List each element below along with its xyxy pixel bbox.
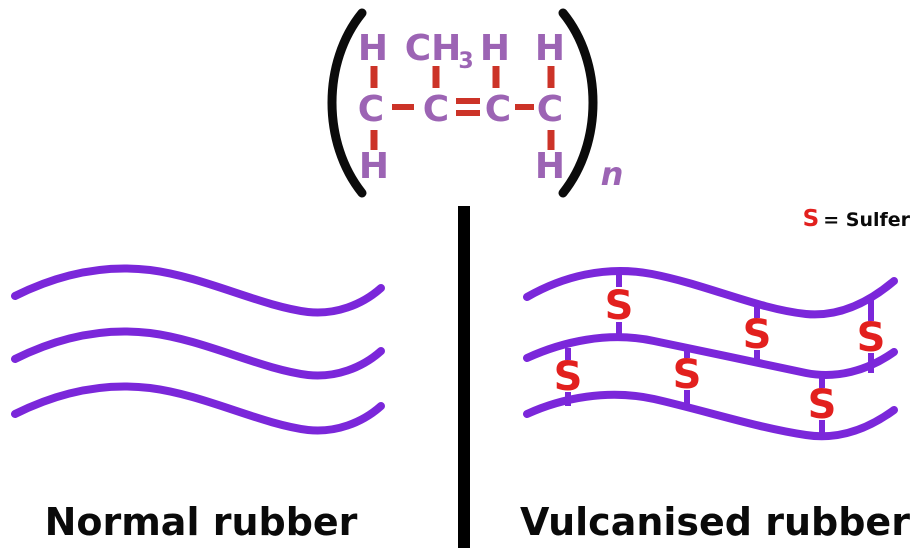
atom-h: H xyxy=(480,28,510,69)
sulfur-crosslink: S xyxy=(857,298,886,373)
vulcanised-rubber-label: Vulcanised rubber xyxy=(520,500,910,544)
sulfur-label: S xyxy=(857,315,886,361)
sulfur-crosslink: S xyxy=(605,271,634,340)
atom-h: H xyxy=(358,28,388,69)
sulfur-label: S xyxy=(743,312,772,358)
sulfur-label: S xyxy=(554,354,583,400)
right-bracket xyxy=(558,8,598,198)
atom-h: H xyxy=(535,146,565,187)
sulfur-label: S xyxy=(673,352,702,398)
polymer-chain xyxy=(11,382,385,435)
sulfur-crosslink: S xyxy=(554,348,583,406)
polymer-chain xyxy=(11,264,385,317)
legend: S= Sulfer xyxy=(768,206,910,232)
legend-sulfur-symbol: S xyxy=(802,206,820,232)
polymer-chain xyxy=(11,327,385,380)
legend-text: = Sulfer xyxy=(823,209,910,231)
section-divider xyxy=(458,206,470,548)
atom-h: H xyxy=(359,146,389,187)
monomer-structure: H CH 3 H H C C C C H H n xyxy=(327,8,624,198)
sulfur-crosslink: S xyxy=(743,306,772,364)
vulcanised-rubber-chains: S S S S S xyxy=(523,266,898,441)
sulfur-crosslink: S xyxy=(808,375,837,437)
repeat-subscript-n: n xyxy=(601,155,624,193)
left-bracket xyxy=(327,8,367,198)
atom-ch3-subscript: 3 xyxy=(458,49,473,74)
atom-c: C xyxy=(537,89,563,130)
polymer-chain xyxy=(523,390,898,441)
normal-rubber-chains xyxy=(11,264,385,435)
atom-ch: CH xyxy=(405,28,462,69)
normal-rubber-label: Normal rubber xyxy=(44,500,358,544)
atom-c: C xyxy=(485,89,511,130)
polymer-chain xyxy=(523,266,898,319)
sulfur-label: S xyxy=(808,382,837,428)
sulfur-crosslink: S xyxy=(673,348,702,406)
atom-h: H xyxy=(535,28,565,69)
polymer-chain xyxy=(523,333,898,379)
atom-c: C xyxy=(423,89,449,130)
sulfur-label: S xyxy=(605,283,634,329)
atom-c: C xyxy=(358,89,384,130)
